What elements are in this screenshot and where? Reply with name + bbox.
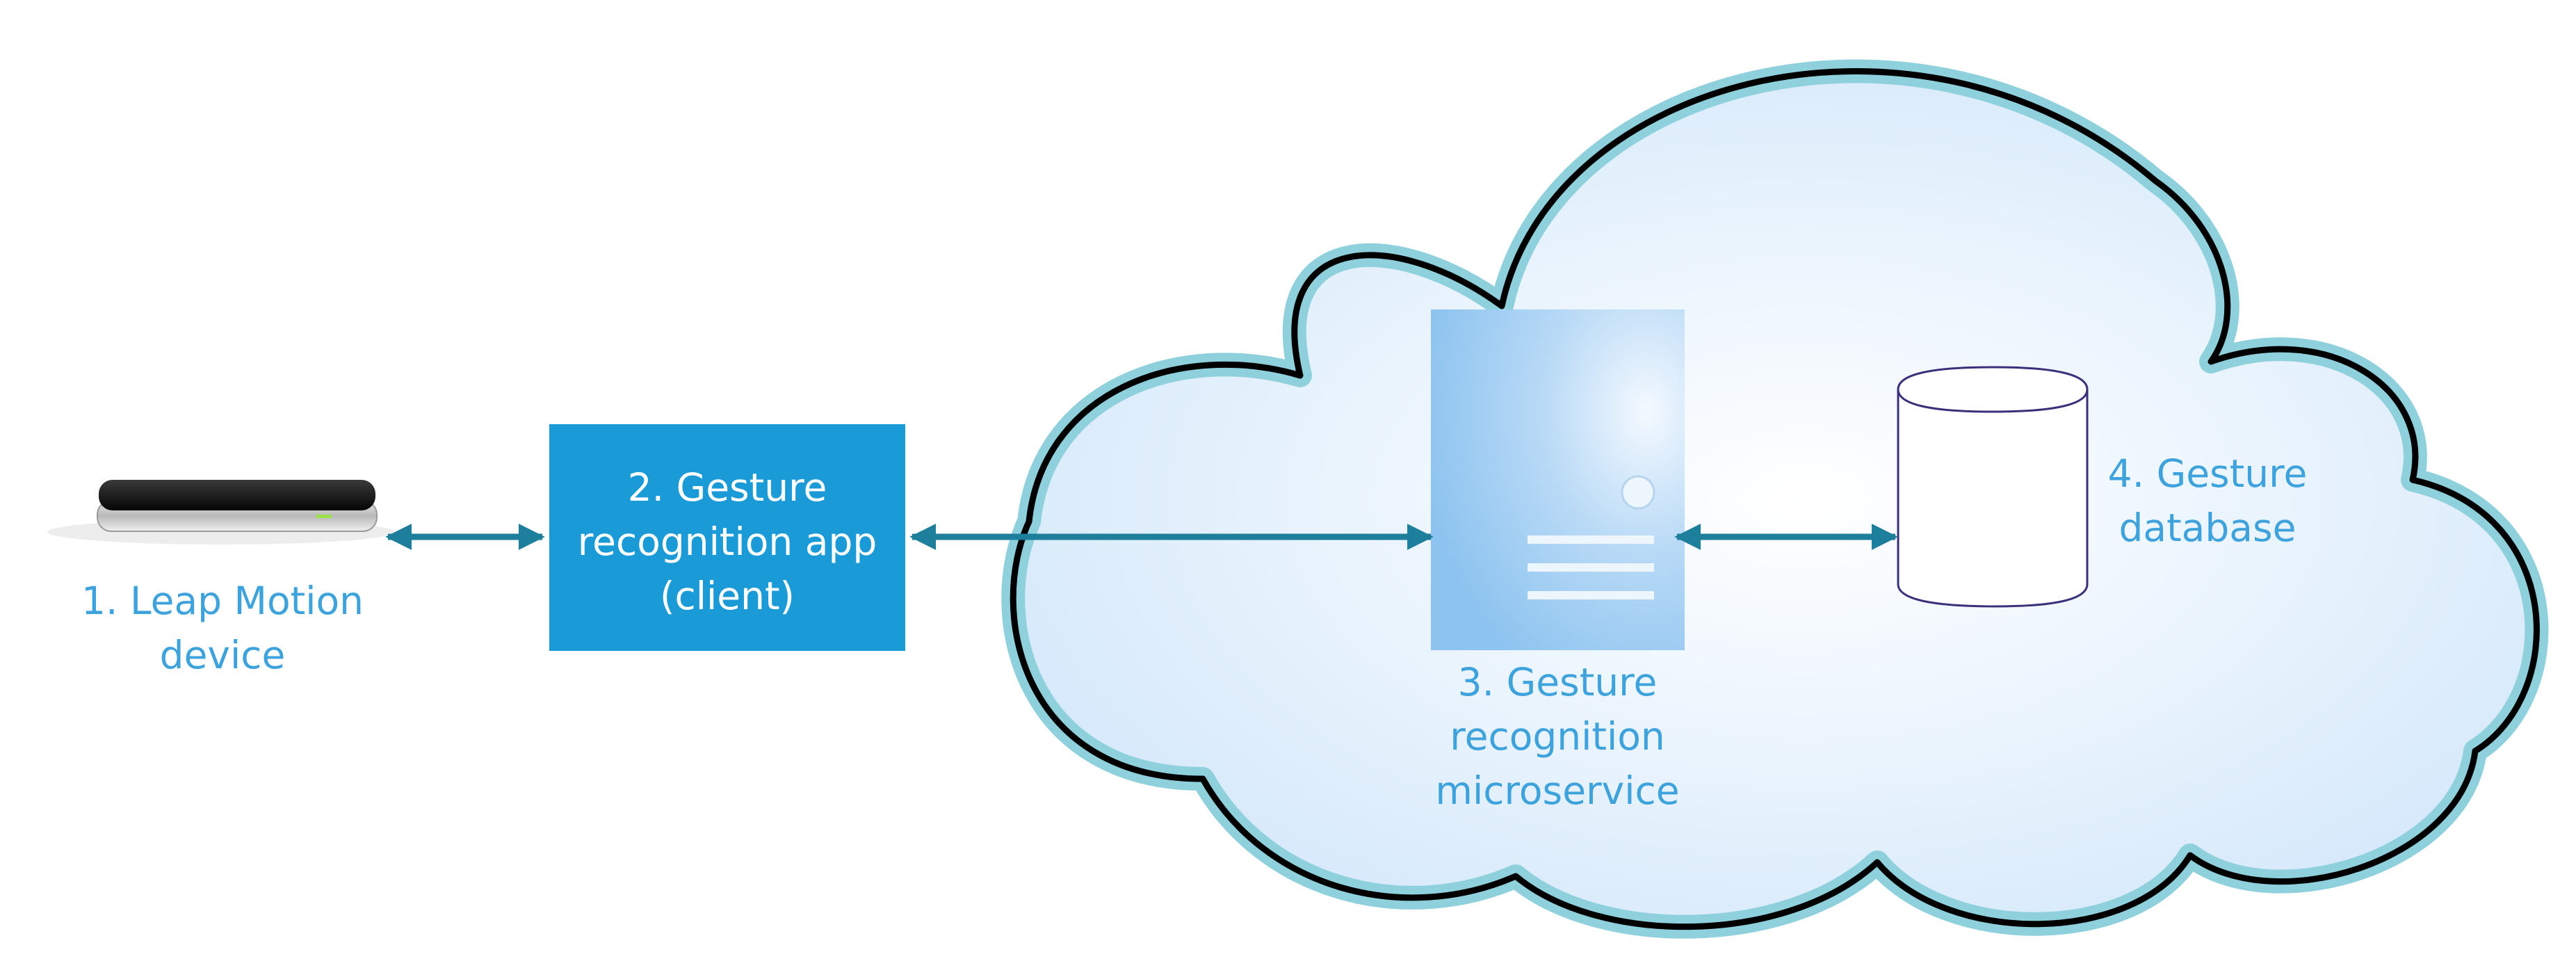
database-icon [1897,366,2089,608]
client-app-label-line-1: 2. Gesture [627,465,827,510]
database-label-line-1: 4. Gesture [2107,451,2308,496]
leap-device-label-line-2: device [159,633,286,677]
client-app-label-line-3: (client) [660,574,795,618]
microservice-label-line-2: recognition [1450,714,1665,759]
server-icon [1431,309,1685,650]
microservice-label: 3. Gesture recognition microservice [1384,655,1731,818]
client-app-label-line-2: recognition app [577,519,877,564]
database-label: 4. Gesture database [2079,446,2336,555]
leap-device-label-line-1: 1. Leap Motion [81,579,364,623]
leap-motion-device-icon [47,480,395,544]
leap-device-label: 1. Leap Motion device [42,574,403,682]
client-app-label: 2. Gesture recognition app (client) [549,460,905,623]
client-app-box [549,424,905,651]
microservice-label-line-3: microservice [1435,768,1680,813]
microservice-label-line-1: 3. Gesture [1457,660,1658,704]
database-label-line-2: database [2119,506,2296,550]
cloud-shape [1001,59,2549,939]
